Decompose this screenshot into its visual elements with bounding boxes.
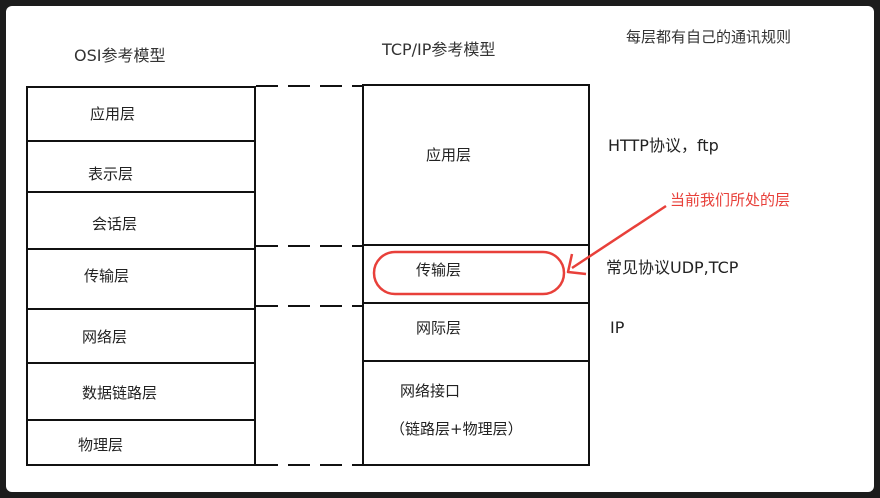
- osi-layer-presentation: 表示层: [88, 165, 134, 183]
- tcpip-layer-network-interface: 网络接口: [400, 382, 461, 400]
- transport-highlight-ellipse: [372, 250, 566, 296]
- osi-divider: [28, 419, 254, 421]
- osi-layer-session: 会话层: [92, 215, 138, 233]
- osi-layer-data-link: 数据链路层: [82, 384, 158, 402]
- protocol-transport: 常见协议UDP,TCP: [606, 258, 739, 277]
- osi-divider: [28, 308, 254, 310]
- current-layer-annotation: 当前我们所处的层: [670, 191, 791, 209]
- annotation-arrow-line: [571, 204, 667, 270]
- osi-title: OSI参考模型: [74, 46, 166, 65]
- osi-divider: [28, 140, 254, 142]
- connector-overlay: [256, 85, 667, 466]
- rules-note: 每层都有自己的通讯规则: [626, 28, 792, 46]
- protocol-internet: IP: [610, 318, 625, 337]
- protocol-application: HTTP协议，ftp: [608, 136, 719, 155]
- tcpip-layer-application: 应用层: [426, 146, 472, 164]
- tcpip-divider: [364, 244, 588, 246]
- tcpip-stack: [362, 84, 590, 466]
- tcpip-title: TCP/IP参考模型: [382, 40, 496, 59]
- tcpip-layer-network-interface-detail: （链路层+物理层）: [390, 420, 523, 438]
- tcpip-divider: [364, 360, 588, 362]
- tcpip-divider: [364, 302, 588, 304]
- osi-divider: [28, 248, 254, 250]
- diagram-canvas: OSI参考模型 TCP/IP参考模型 每层都有自己的通讯规则 应用层 表示层 会…: [6, 6, 874, 492]
- osi-layer-application: 应用层: [90, 105, 136, 123]
- tcpip-layer-transport: 传输层: [416, 261, 462, 279]
- osi-layer-transport: 传输层: [84, 267, 130, 285]
- osi-layer-physical: 物理层: [78, 436, 124, 454]
- osi-divider: [28, 191, 254, 193]
- osi-layer-network: 网络层: [82, 328, 128, 346]
- tcpip-layer-internet: 网际层: [416, 319, 462, 337]
- osi-divider: [28, 362, 254, 364]
- osi-stack: [26, 86, 256, 466]
- annotation-arrow-head: [566, 253, 587, 276]
